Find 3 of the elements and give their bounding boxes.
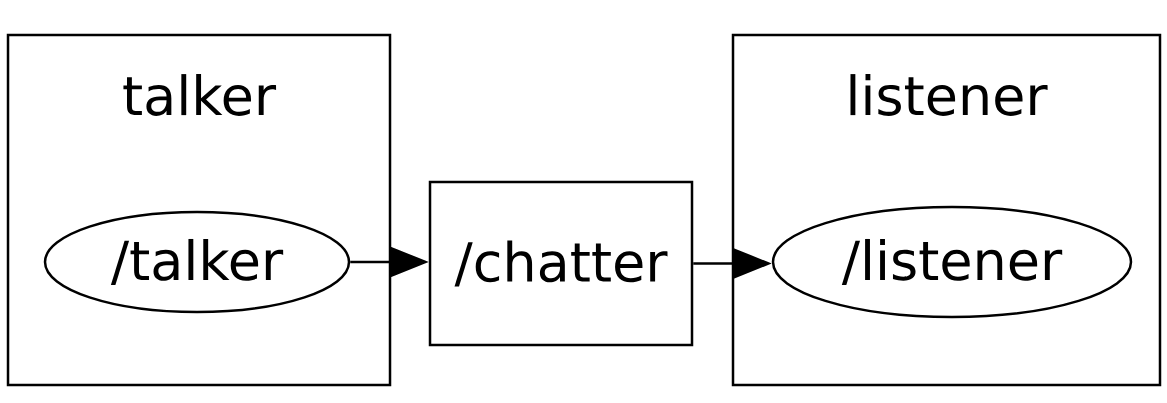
ellipse-node: /talker [43, 210, 351, 314]
topic-box: /chatter [428, 180, 694, 347]
ellipse-node: /listener [771, 205, 1133, 319]
